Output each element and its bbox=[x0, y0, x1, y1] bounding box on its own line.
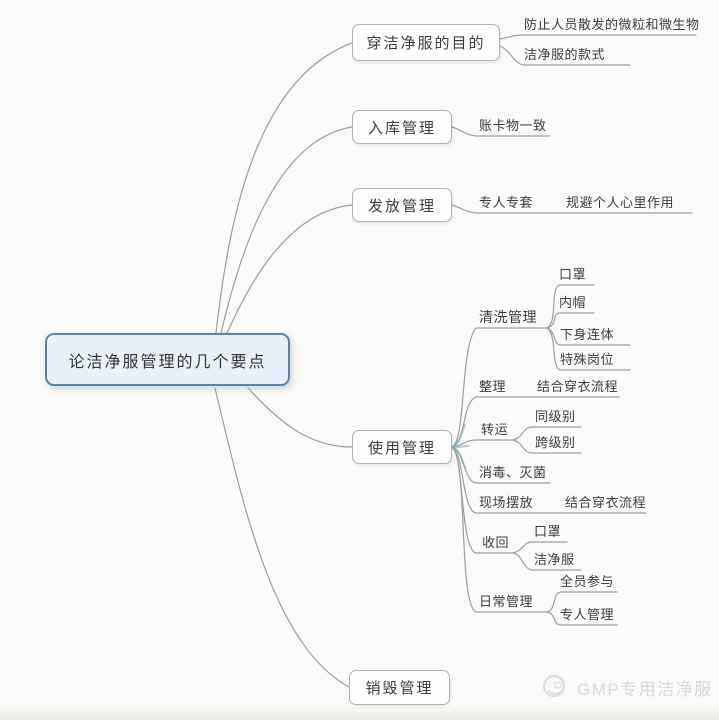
leaf-transfer-cross-level[interactable]: 跨级别 bbox=[535, 435, 576, 450]
branch-destruction[interactable]: 销毁管理 bbox=[349, 670, 450, 705]
branch-distribution[interactable]: 发放管理 bbox=[352, 188, 452, 222]
leaf-prevent-particles[interactable]: 防止人员散发的微粒和微生物 bbox=[524, 17, 700, 32]
leaf-organize-dressing-flow[interactable]: 结合穿衣流程 bbox=[537, 379, 619, 394]
edges-recall bbox=[512, 541, 582, 571]
branch-purpose[interactable]: 穿洁净服的目的 bbox=[352, 24, 500, 61]
leaf-transfer-same-level[interactable]: 同级别 bbox=[535, 409, 576, 424]
leaf-cleaning-lower-body[interactable]: 下身连体 bbox=[560, 327, 615, 342]
edges-transfer bbox=[512, 426, 582, 454]
leaf-placement-dressing-flow[interactable]: 结合穿衣流程 bbox=[565, 495, 647, 510]
leaf-dedicated-set[interactable]: 专人专套 bbox=[479, 195, 534, 210]
branch-warehouse[interactable]: 入库管理 bbox=[352, 110, 452, 144]
node-transfer[interactable]: 转运 bbox=[481, 422, 509, 437]
edges-cleaning bbox=[546, 284, 631, 371]
leaf-daily-dedicated-person[interactable]: 专人管理 bbox=[560, 607, 615, 622]
leaf-cleaning-cap[interactable]: 内帽 bbox=[559, 295, 587, 310]
usage-fan-accent bbox=[451, 424, 469, 468]
leaf-recall-garment[interactable]: 洁净服 bbox=[534, 552, 575, 567]
node-recall[interactable]: 收回 bbox=[482, 535, 510, 550]
edges-distribution bbox=[451, 204, 693, 214]
leaf-account-card-match[interactable]: 账卡物一致 bbox=[479, 118, 547, 133]
node-onsite-placement[interactable]: 现场摆放 bbox=[479, 495, 534, 510]
leaf-daily-all-staff[interactable]: 全员参与 bbox=[560, 574, 615, 589]
leaf-avoid-psych-effect[interactable]: 规避个人心里作用 bbox=[566, 195, 675, 210]
edges-purpose bbox=[499, 34, 697, 66]
edges-warehouse bbox=[451, 126, 551, 137]
node-organize[interactable]: 整理 bbox=[479, 379, 507, 394]
leaf-disinfect-sterilize[interactable]: 消毒、灭菌 bbox=[479, 465, 547, 480]
leaf-recall-mask[interactable]: 口罩 bbox=[534, 524, 562, 539]
node-cleaning-mgmt[interactable]: 清洗管理 bbox=[479, 309, 537, 325]
watermark: GMP专用洁净服 bbox=[540, 672, 713, 702]
edges-root bbox=[214, 42, 353, 688]
leaf-cleaning-special-post[interactable]: 特殊岗位 bbox=[560, 352, 615, 367]
watermark-text: GMP专用洁净服 bbox=[577, 679, 713, 699]
leaf-garment-style[interactable]: 洁净服的款式 bbox=[524, 47, 606, 62]
root-node[interactable]: 论洁净服管理的几个要点 bbox=[45, 333, 290, 386]
leaf-cleaning-mask[interactable]: 口罩 bbox=[559, 267, 587, 282]
node-daily-mgmt[interactable]: 日常管理 bbox=[479, 594, 534, 609]
bottom-gradient-bar bbox=[0, 704, 719, 720]
watermark-logo-icon bbox=[542, 674, 566, 698]
edges-daily bbox=[546, 591, 618, 626]
branch-usage[interactable]: 使用管理 bbox=[352, 430, 452, 464]
